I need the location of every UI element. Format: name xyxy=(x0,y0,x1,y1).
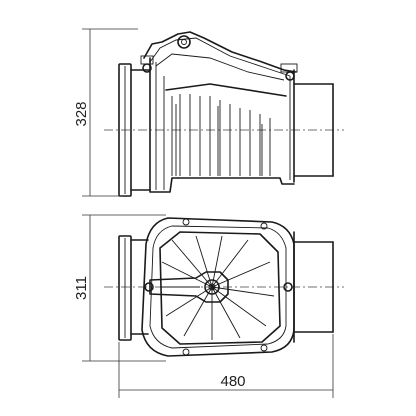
plan-bottom-left-screw xyxy=(182,348,190,356)
plan-left-bolt xyxy=(144,282,154,292)
plan-lid-handle xyxy=(149,271,229,303)
lid-knob-center xyxy=(181,39,187,45)
plan-hub-knob xyxy=(204,279,220,295)
plan-top-right-screw xyxy=(260,222,268,230)
dim-311-label: 311 xyxy=(73,276,90,300)
plan-view: 311 480 xyxy=(73,214,344,398)
inspection-lid-outline xyxy=(143,31,297,73)
plan-body-outline xyxy=(141,217,295,357)
lid-knob xyxy=(177,35,191,49)
plan-lid-rim xyxy=(159,231,281,345)
dim-480-label: 480 xyxy=(220,373,245,390)
inspection-lid-seal xyxy=(155,53,285,81)
plan-top-left-screw xyxy=(182,218,190,226)
inlet-spigot-flange xyxy=(118,63,132,197)
flap-hinge-line xyxy=(165,83,287,97)
plan-bottom-right-screw xyxy=(260,344,268,352)
inspection-lid-inner xyxy=(149,37,291,77)
side-elevation-view: 328 xyxy=(73,28,344,197)
body-left-wall xyxy=(149,57,179,193)
body-bottom xyxy=(177,177,295,185)
plan-body-inner xyxy=(149,225,287,349)
plan-hub-center xyxy=(208,283,216,291)
right-clamp-block xyxy=(280,63,298,73)
dim-328-label: 328 xyxy=(73,101,90,126)
internal-ribs xyxy=(171,94,271,176)
plan-right-bolt xyxy=(283,282,293,292)
left-clamp-block xyxy=(140,55,154,65)
plan-radial-ribs xyxy=(161,235,275,340)
flap-supports xyxy=(175,104,263,176)
plan-inlet-spigot xyxy=(118,235,132,341)
